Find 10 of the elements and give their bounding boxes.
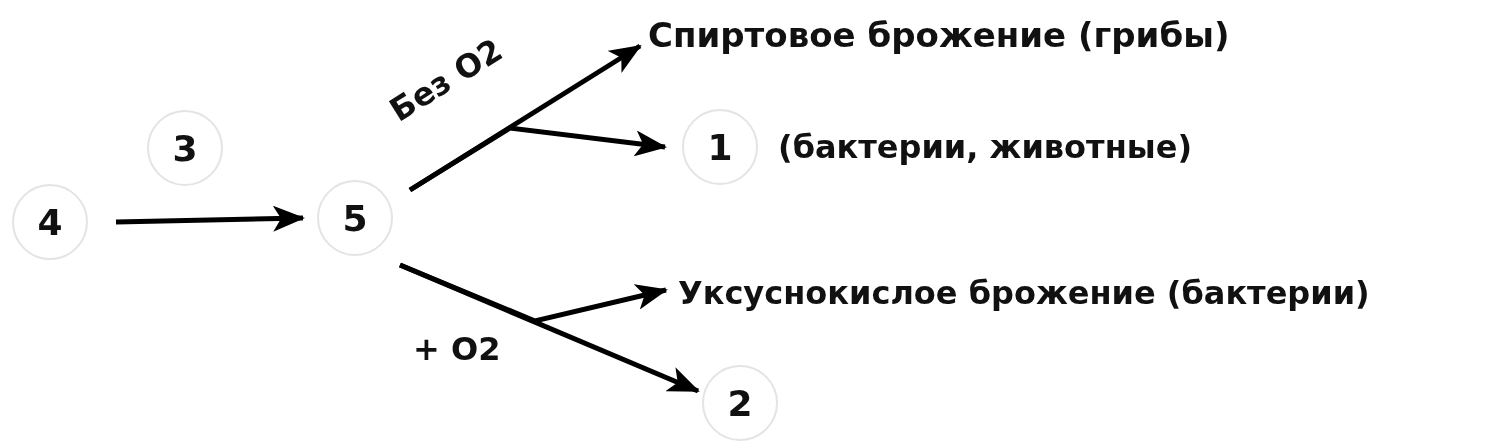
process-label: Спиртовое брожение (грибы)	[648, 10, 1308, 60]
process-label: Уксуснокислое брожение (бактерии)	[678, 268, 1493, 318]
arrow	[399, 262, 668, 324]
number-circle: 3	[147, 110, 223, 186]
number-circle: 4	[12, 184, 88, 260]
number-circle: 5	[317, 180, 393, 256]
arrow	[408, 125, 667, 193]
arrow	[115, 205, 305, 232]
node-caption: (бактерии, животные)	[778, 128, 1192, 166]
number-circle: 2	[702, 365, 778, 441]
